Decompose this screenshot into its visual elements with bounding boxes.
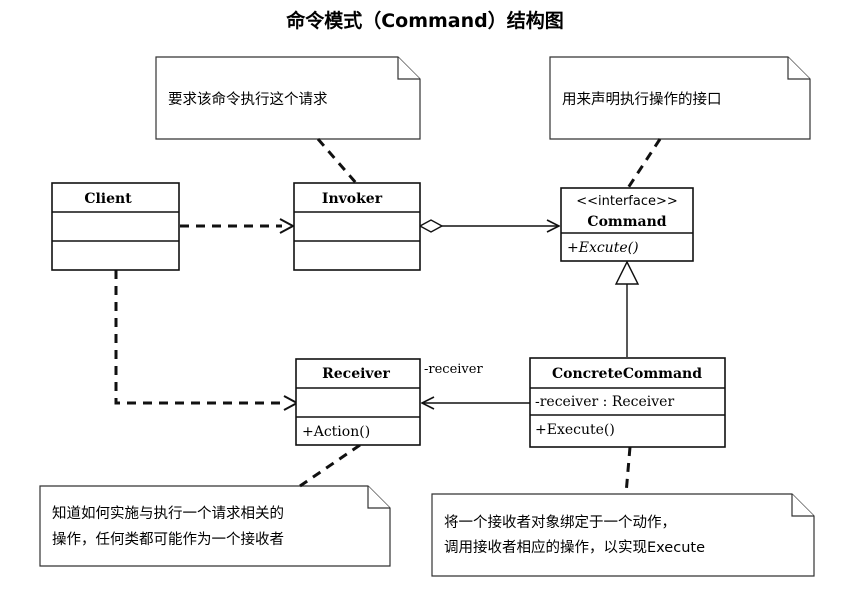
class-concrete-command: ConcreteCommand -receiver : Receiver +Ex… <box>529 357 726 448</box>
command-note-connector <box>626 138 662 189</box>
concrete-method: +Execute() <box>535 422 615 438</box>
invoker-note: 要求该命令执行这个请求 <box>155 56 421 140</box>
command-note-line: 用来声明执行操作的接口 <box>562 90 722 108</box>
class-client: Client <box>51 182 180 271</box>
realization-triangle <box>614 260 640 285</box>
invoker-class-name: Invoker <box>322 191 383 207</box>
client-receiver-arrowhead <box>283 395 300 411</box>
concrete-note-line-1: 将一个接收者对象绑定于一个动作， <box>444 514 676 531</box>
receiver-note-line-1: 知道如何实施与执行一个请求相关的 <box>52 505 284 522</box>
client-receiver-dependency <box>114 270 286 405</box>
receiver-method: +Action() <box>302 424 370 440</box>
concrete-note-line-2: 调用接收者相应的操作，以实现Execute <box>444 538 705 556</box>
receiver-class-name: Receiver <box>322 366 390 382</box>
concrete-note: 将一个接收者对象绑定于一个动作， 调用接收者相应的操作，以实现Execute <box>431 493 815 577</box>
class-receiver: Receiver +Action() <box>295 358 421 446</box>
command-class-name: Command <box>587 214 666 230</box>
invoker-note-line: 要求该命令执行这个请求 <box>168 90 328 108</box>
association-label: -receiver <box>424 362 483 377</box>
command-method: +Excute() <box>567 240 639 256</box>
client-invoker-arrowhead <box>279 218 296 234</box>
diagram-title: 命令模式（Command）结构图 <box>286 9 564 32</box>
aggregation-diamond <box>418 219 444 233</box>
client-class-name: Client <box>84 191 132 207</box>
receiver-note: 知道如何实施与执行一个请求相关的 操作，任何类都可能作为一个接收者 <box>39 485 391 567</box>
class-invoker: Invoker <box>293 182 421 271</box>
concrete-class-name: ConcreteCommand <box>552 366 702 382</box>
invoker-note-connector <box>316 138 358 184</box>
receiver-note-line-2: 操作，任何类都可能作为一个接收者 <box>52 531 284 548</box>
class-command: <<interface>> Command +Excute() <box>560 187 694 262</box>
concrete-note-connector <box>624 446 632 495</box>
command-stereotype: <<interface>> <box>576 194 678 209</box>
concrete-attribute: -receiver : Receiver <box>535 394 674 410</box>
receiver-note-connector <box>299 443 361 488</box>
command-note: 用来声明执行操作的接口 <box>549 56 811 140</box>
